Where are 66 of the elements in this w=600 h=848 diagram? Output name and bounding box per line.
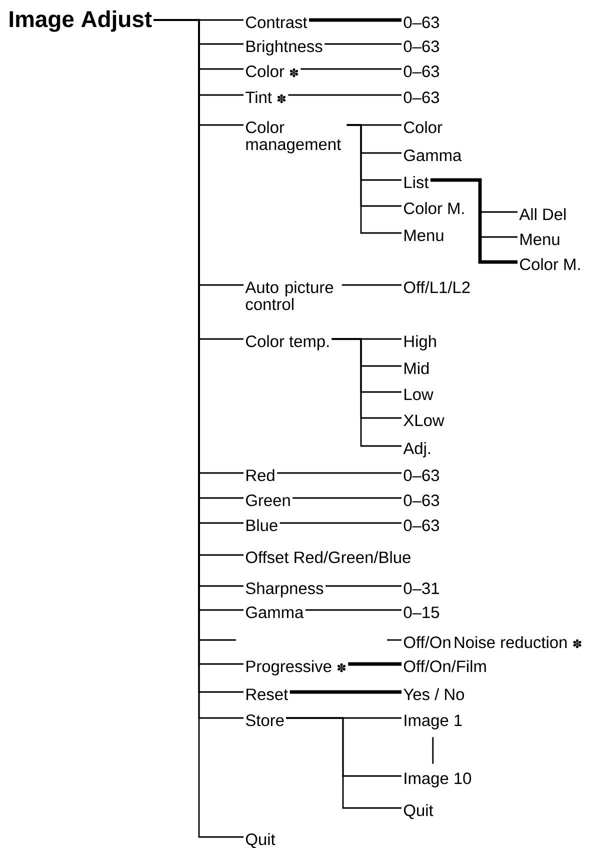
menu-item: Blue xyxy=(246,519,278,532)
menu-item: Auto picture control xyxy=(245,281,334,310)
connector-line xyxy=(290,690,402,694)
menu-item: All Del xyxy=(519,208,566,220)
menu-item: Image 10 xyxy=(404,772,472,788)
connector-line xyxy=(324,43,402,45)
menu-item: Color M. xyxy=(520,258,580,270)
menu-item: Off/On xyxy=(404,636,450,648)
menu-item: Store xyxy=(246,714,284,726)
menu-item: Yes / No xyxy=(404,688,464,700)
connector-line xyxy=(346,124,402,234)
menu-item: Tint ✽ xyxy=(246,91,286,104)
menu-item: Offset Red/Green/Blue xyxy=(246,551,410,564)
menu-item: XLow xyxy=(404,414,444,426)
menu-item: High xyxy=(404,335,436,350)
connector-line xyxy=(309,18,402,22)
connector-line xyxy=(387,639,402,641)
menu-item: 0–15 xyxy=(404,606,440,618)
menu-item: Menu xyxy=(520,234,560,246)
menu-item: 0–63 xyxy=(404,92,440,104)
menu-item: Color management xyxy=(246,121,342,154)
menu-item: 0–63 xyxy=(404,40,440,52)
menu-item: Gamma xyxy=(246,606,304,618)
menu-item: 0–63 xyxy=(404,66,440,78)
menu-item: Mid xyxy=(404,362,429,374)
connector-line xyxy=(286,717,402,809)
menu-item: Quit xyxy=(246,833,276,848)
menu-item: 0–63 xyxy=(404,494,440,506)
menu-item: Color M. xyxy=(404,202,464,214)
menu-item: Off/On/Film xyxy=(404,660,486,672)
connector-line xyxy=(430,178,518,264)
connector-line xyxy=(325,585,402,587)
connector-line xyxy=(277,472,402,474)
menu-item: Image 1 xyxy=(404,714,462,730)
menu-item: Brightness xyxy=(246,40,322,56)
menu-item: Adj. xyxy=(403,442,430,458)
connector-line xyxy=(332,338,402,447)
continuation-bar xyxy=(432,737,434,764)
connector-line xyxy=(342,284,402,286)
menu-item: Quit xyxy=(404,804,434,820)
menu-heading: Image Adjust xyxy=(10,10,152,32)
menu-item: 0–31 xyxy=(404,582,439,594)
connector-line xyxy=(288,94,402,96)
menu-item: Noise reduction ✽ xyxy=(454,636,582,648)
menu-item: Color temp. xyxy=(246,335,329,350)
menu-item: Color ✽ xyxy=(246,65,298,78)
menu-item: Progressive ✽ xyxy=(246,660,346,676)
connector-line xyxy=(305,609,402,611)
menu-item: 0–63 xyxy=(404,470,440,482)
connector-line xyxy=(292,497,402,499)
menu-item: Sharpness xyxy=(246,582,324,598)
menu-item: Low xyxy=(404,388,434,400)
menu-item: Gamma xyxy=(404,150,462,162)
menu-item: 0–63 xyxy=(404,16,440,28)
menu-item: List xyxy=(404,176,429,188)
menu-item: 0–63 xyxy=(404,520,440,532)
menu-item: Menu xyxy=(404,230,444,242)
connector-line xyxy=(300,68,402,70)
menu-item: Green xyxy=(246,494,290,506)
menu-item: Off/L1/L2 xyxy=(404,281,470,294)
menu-item: Color xyxy=(404,121,442,134)
menu-item: Contrast xyxy=(246,16,308,28)
menu-item: Red xyxy=(246,469,274,482)
connector-line xyxy=(348,662,402,666)
connector-line xyxy=(280,522,402,524)
menu-item: Reset xyxy=(246,688,288,700)
